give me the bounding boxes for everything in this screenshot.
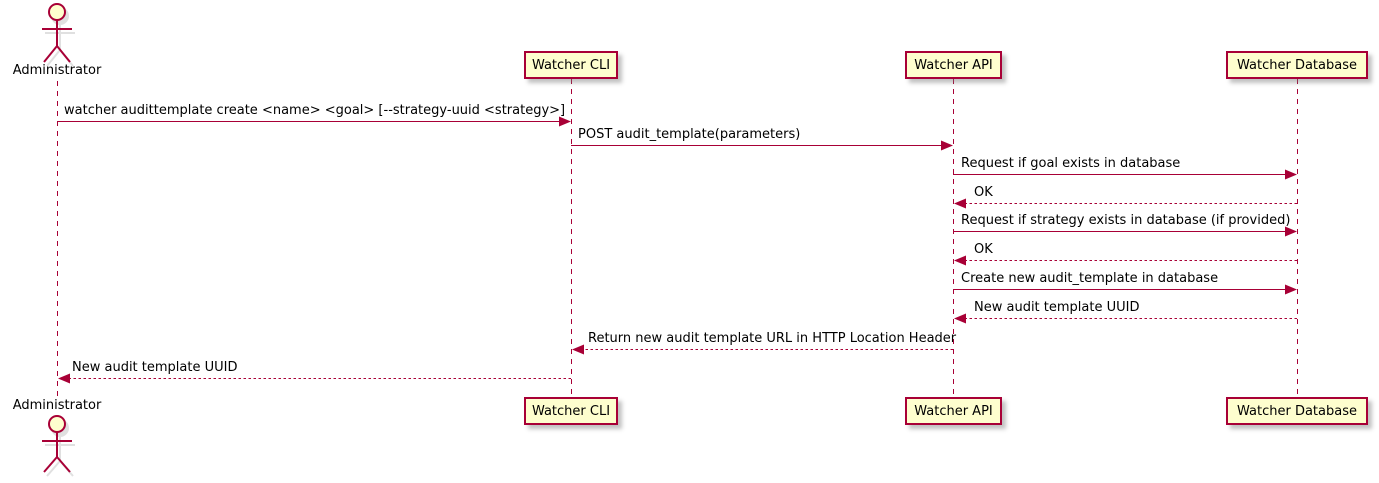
arrow-msg-4 [954,198,1297,209]
arrow-msg-3 [953,169,1297,180]
arrow-msg-2 [571,140,953,151]
message-label-6: OK [974,242,993,257]
message-label-2: POST audit_template(parameters) [578,127,801,142]
participant-watcher-cli-top: Watcher CLI [524,51,618,79]
message-label-5: Request if strategy exists in database (… [961,213,1291,228]
message-label-7: Create new audit_template in database [961,271,1219,286]
actor-head [48,3,66,21]
message-label-1: watcher audittemplate create <name> <goa… [64,103,566,118]
message-label-10: New audit template UUID [72,360,238,375]
message-label-8: New audit template UUID [974,300,1140,315]
actor-label-administrator-top: Administrator [12,63,102,78]
participant-watcher-api-top: Watcher API [905,51,1002,79]
participant-watcher-database-bottom: Watcher Database [1226,397,1368,425]
actor-label-administrator-bottom: Administrator [12,398,102,413]
arrow-msg-8 [954,313,1297,324]
arrow-msg-6 [954,255,1297,266]
arrow-msg-5 [953,226,1297,237]
message-label-9: Return new audit template URL in HTTP Lo… [588,331,957,346]
message-label-3: Request if goal exists in database [961,156,1181,171]
message-arrows [57,116,1297,384]
participant-watcher-database-top: Watcher Database [1226,51,1368,79]
arrow-msg-10 [58,373,571,384]
message-label-4: OK [974,185,993,200]
participant-watcher-api-bottom: Watcher API [905,397,1002,425]
actor-head [48,415,66,433]
arrow-msg-1 [57,116,571,127]
participant-watcher-cli-bottom: Watcher CLI [524,397,618,425]
arrow-msg-7 [953,284,1297,295]
actor-administrator-top-icon [42,3,72,63]
actor-administrator-bottom-icon [42,415,72,473]
arrow-msg-9 [572,344,953,355]
lifelines [57,79,1298,397]
